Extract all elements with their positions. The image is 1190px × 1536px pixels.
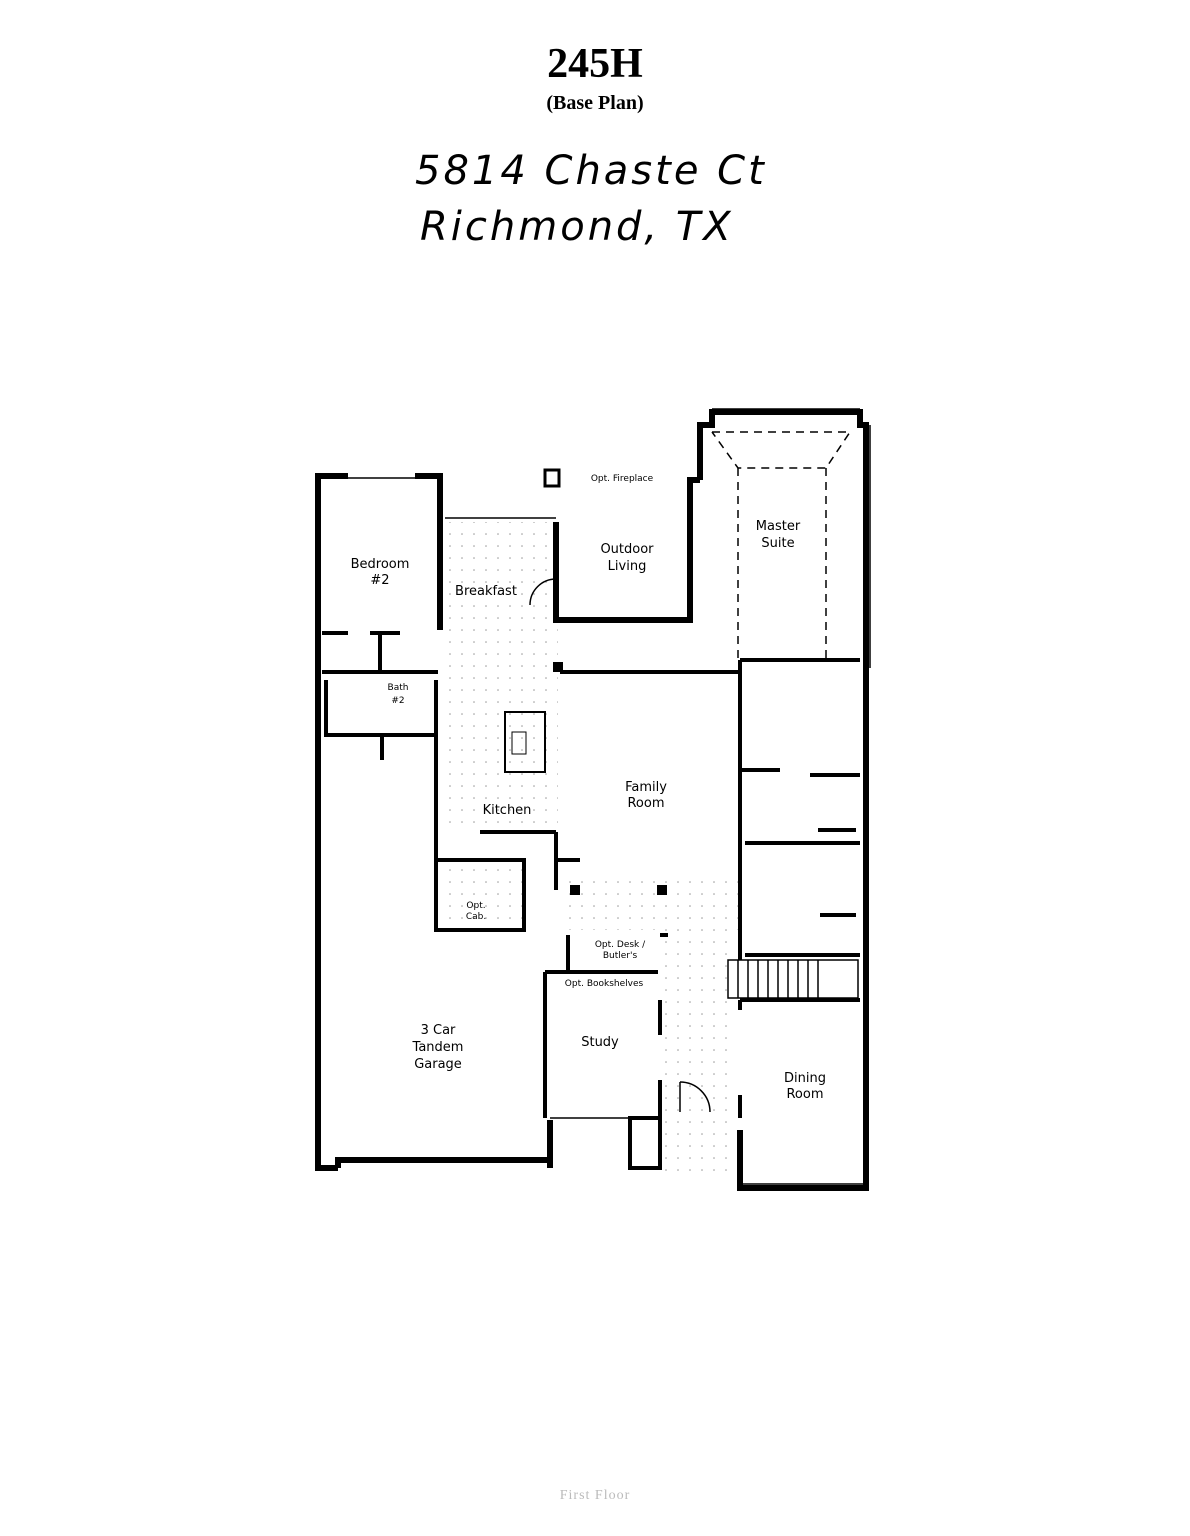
fireplace-icon [543,468,561,488]
label-bedroom2-line1: Bedroom [351,557,410,572]
stairs [727,959,859,999]
label-opt-cab-line2: Cab. [466,912,486,922]
plan-subtitle: (Base Plan) [546,92,644,114]
note-opt-fireplace: Opt. Fireplace [591,474,654,484]
kitchen-sink [511,731,527,755]
floor-label: First Floor [559,1488,631,1503]
label-dining-line2: Room [786,1087,823,1102]
label-bath2-line2: #2 [391,696,404,706]
label-master-line2: Suite [761,536,794,551]
foyer-tile [665,930,735,1175]
columns [553,662,667,895]
label-garage-line1: 3 Car [421,1023,456,1038]
label-study: Study [581,1035,619,1050]
label-outdoor-line2: Living [608,559,647,574]
note-opt-desk-line2: Butler's [603,951,638,961]
label-master-line1: Master [756,519,801,534]
master-tray-ceiling [711,431,852,660]
address-line-2: Richmond, TX [420,204,734,250]
label-outdoor-line1: Outdoor [600,542,654,557]
label-dining-line1: Dining [784,1071,826,1086]
note-opt-desk-line1: Opt. Desk / [595,940,646,950]
label-breakfast: Breakfast [455,584,517,599]
utility-tile [442,862,530,930]
kitchen-island [504,711,546,773]
label-bedroom2-line2: #2 [370,573,389,588]
hall-tile [560,880,738,930]
plan-title: 245H [547,41,643,87]
label-family-line2: Room [627,796,664,811]
label-opt-cab-line1: Opt. [466,901,485,911]
interior-walls [322,631,860,1170]
exterior-walls [315,409,869,1191]
label-family-line1: Family [625,780,667,795]
window-lines [348,408,871,1185]
label-garage-line3: Garage [414,1057,462,1072]
label-kitchen: Kitchen [483,803,532,818]
note-opt-bookshelves: Opt. Bookshelves [565,979,644,989]
door-swings [529,578,711,1113]
label-bath2-line1: Bath [388,683,409,693]
label-garage-line2: Tandem [412,1040,464,1055]
address-line-1: 5814 Chaste Ct [415,148,767,194]
breakfast-kitchen-tile [442,522,558,832]
